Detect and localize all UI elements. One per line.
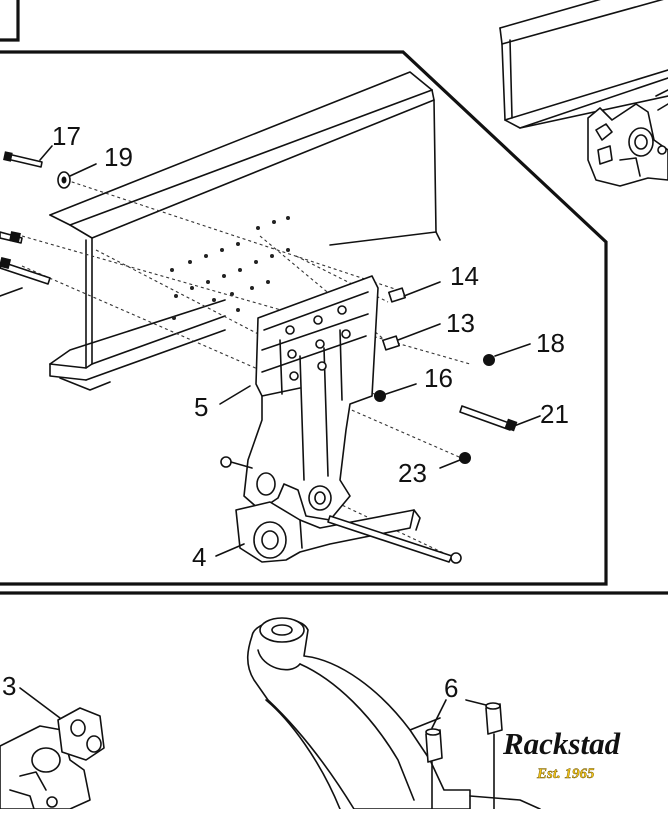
detail-panel-frame xyxy=(0,50,608,586)
bushings xyxy=(425,702,541,810)
lower-bushing-bracket xyxy=(220,456,462,564)
rackstad-logo: Rackstad Est. 1965 xyxy=(502,726,621,782)
callout-6: 6 xyxy=(444,673,458,703)
callout-3: 3 xyxy=(2,671,16,701)
callout-13: 13 xyxy=(446,308,475,338)
callout-5: 5 xyxy=(194,392,208,422)
callout-21: 21 xyxy=(540,399,569,429)
previous-panel-frame xyxy=(0,0,20,42)
frame-rail xyxy=(49,71,441,391)
callout-23: 23 xyxy=(398,458,427,488)
lower-curved-arm xyxy=(246,617,471,810)
logo-tagline: Est. 1965 xyxy=(536,766,595,782)
logo-name: Rackstad xyxy=(502,726,621,761)
left-bolts xyxy=(0,151,71,297)
lower-left-component xyxy=(0,707,105,810)
callout-14: 14 xyxy=(450,261,479,291)
callout-4: 4 xyxy=(192,542,206,572)
callout-17: 17 xyxy=(52,121,81,151)
fasteners-right xyxy=(374,287,518,464)
callout-16: 16 xyxy=(424,363,453,393)
callout-19: 19 xyxy=(104,142,133,172)
mounting-bracket xyxy=(243,275,379,521)
leader-lines xyxy=(19,145,541,729)
rail-hole-pattern xyxy=(170,216,290,320)
upper-right-rail xyxy=(499,0,668,187)
callout-18: 18 xyxy=(536,328,565,358)
